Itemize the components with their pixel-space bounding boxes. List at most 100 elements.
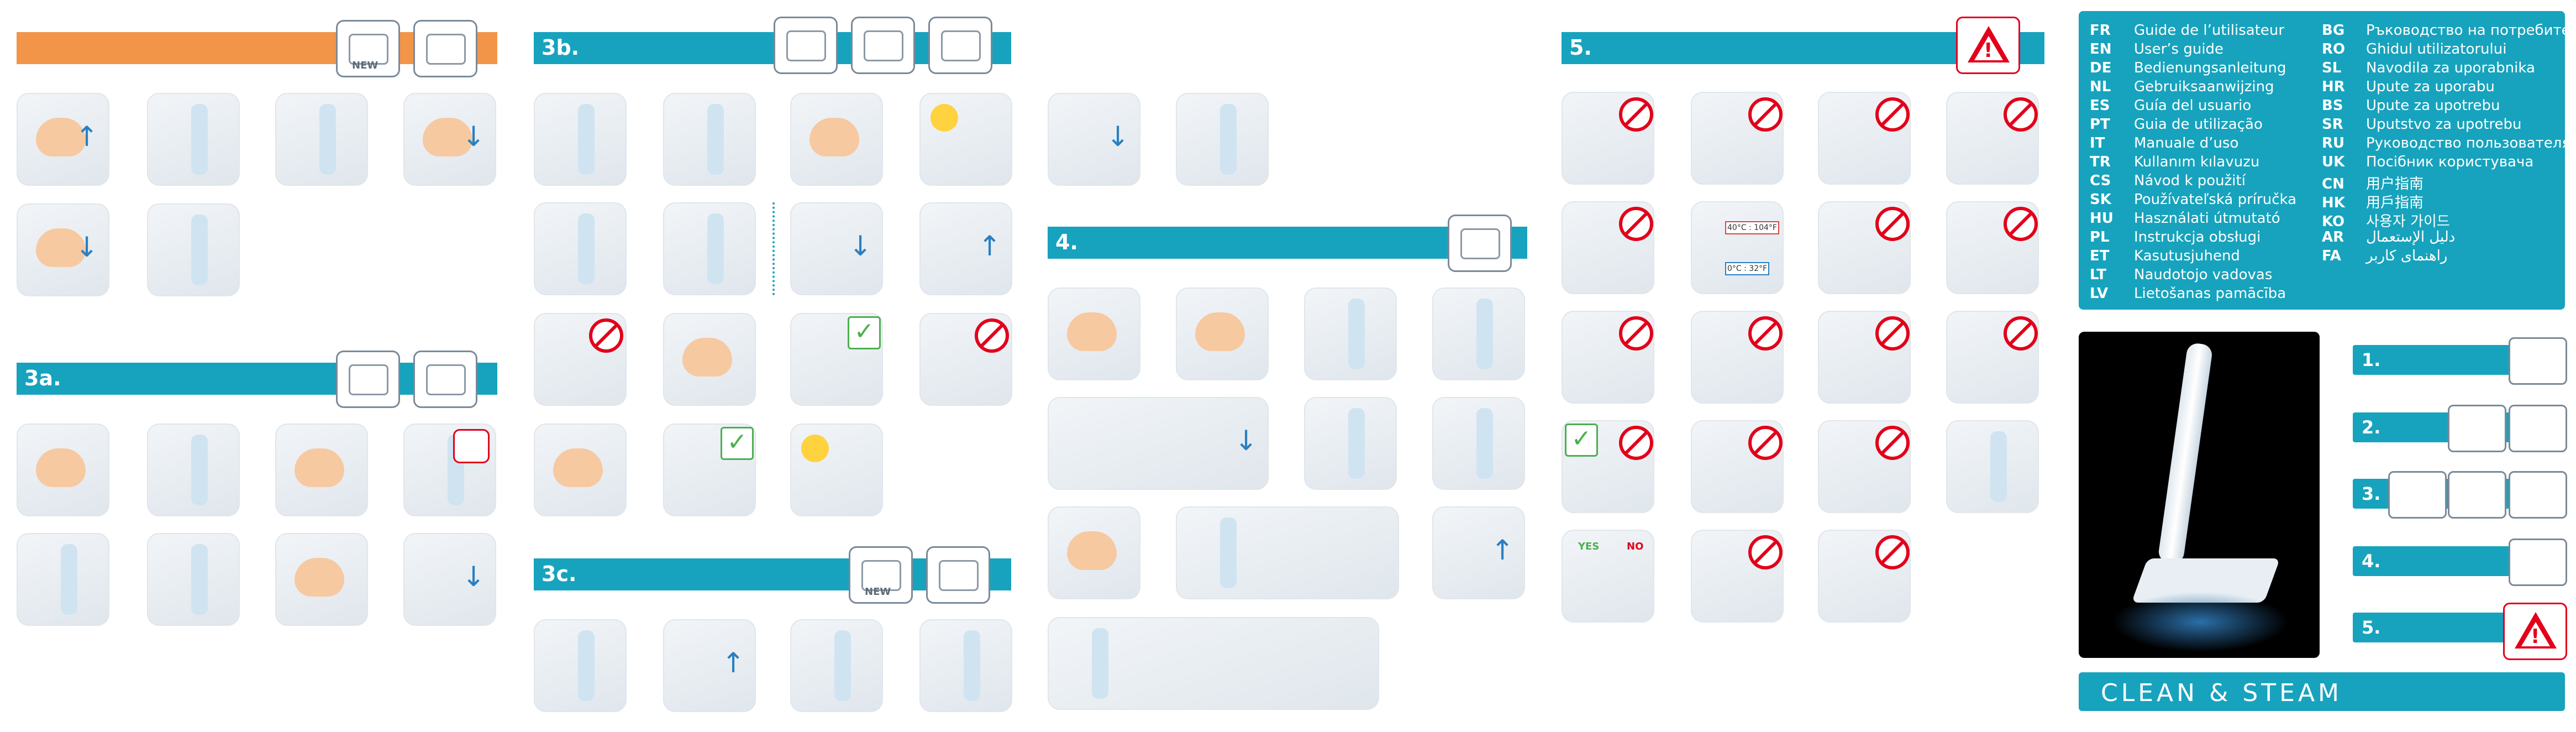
language-title: Uputstvo za upotrebu <box>2366 116 2522 133</box>
yes-label: YES <box>1578 541 1600 552</box>
tank-icon <box>1220 104 1237 175</box>
step-3a-2 <box>147 423 240 516</box>
language-code: SL <box>2322 60 2342 76</box>
step-3b-14: ✓ <box>663 423 756 516</box>
step-3b-5 <box>534 202 627 295</box>
step-1-4: ↓ <box>403 93 496 186</box>
arrow-down-icon: ↓ <box>1234 425 1258 457</box>
calendar-grid-icon <box>939 560 979 591</box>
tap-icon <box>809 118 859 156</box>
side-step-3-label: 3. <box>2362 483 2381 504</box>
side-step-1-icon <box>2509 337 2567 385</box>
brand-title: CLEAN & STEAM <box>2101 679 2343 707</box>
language-title: Руководство пользователя <box>2366 135 2571 151</box>
tank-icon <box>1476 299 1493 369</box>
tank-icon <box>578 630 595 701</box>
arrow-down-icon: ↓ <box>1106 121 1129 153</box>
section-5-label: 5. <box>1569 35 1592 60</box>
section-3a-label: 3a. <box>24 366 61 390</box>
language-title: Ръководство на потребителя <box>2366 22 2576 39</box>
step-4-5: ↓ <box>1048 397 1269 490</box>
step-3b-8: ↑ <box>919 202 1012 295</box>
step-3b-1 <box>534 93 627 186</box>
tank-icon <box>191 215 208 285</box>
hand-icon <box>36 118 86 156</box>
warning-18 <box>1691 530 1784 623</box>
new-filter-icon: NEW <box>336 20 400 77</box>
no-icon <box>1619 97 1653 132</box>
no-icon <box>1748 426 1783 460</box>
step-3b-4 <box>919 93 1012 186</box>
warning-19 <box>1818 530 1911 623</box>
step-4-9 <box>1176 506 1399 599</box>
language-code: SK <box>2090 191 2111 208</box>
side-step-1: 1. <box>2353 345 2519 375</box>
calendar-grid-icon <box>426 34 466 65</box>
language-title: Návod k použití <box>2134 172 2246 189</box>
side-step-2-filter-icon <box>2509 405 2567 452</box>
parts-icon <box>774 17 838 74</box>
no-icon <box>2004 97 2038 132</box>
step-3a-8: ↓ <box>403 533 496 626</box>
language-code: BS <box>2322 97 2343 114</box>
calendar-icon <box>926 546 990 604</box>
step-3b-11: ✓ <box>790 313 883 406</box>
product-image <box>2079 332 2320 658</box>
new-label: NEW <box>352 60 378 71</box>
bin-icon <box>191 104 208 175</box>
parts-icon <box>349 364 388 395</box>
side-step-5-warning-icon: ! <box>2503 603 2567 660</box>
storage-icon <box>1448 215 1512 272</box>
language-title: Navodila za uporabnika <box>2366 60 2535 76</box>
hand-icon <box>295 558 344 597</box>
no-icon <box>2004 316 2038 351</box>
warning-16 <box>1946 420 2039 513</box>
filter-ring-icon <box>349 34 388 65</box>
step-3b-click-2 <box>1176 93 1269 186</box>
arrow-down-icon: ↓ <box>75 231 98 263</box>
tap-icon <box>295 448 344 487</box>
warning-6: 40°C : 104°F 0°C : 32°F <box>1691 201 1784 294</box>
step-3b-9 <box>534 313 627 406</box>
no-icon <box>975 318 1009 353</box>
section-5-warning-icon: ! <box>1956 17 2020 74</box>
warning-2 <box>1691 92 1784 185</box>
step-3a-7 <box>275 533 368 626</box>
language-title: Használati útmutató <box>2134 210 2280 227</box>
language-title: Manuale d’uso <box>2134 135 2239 151</box>
warning-icon <box>453 429 490 463</box>
language-title: Používateľská príručka <box>2134 191 2297 208</box>
step-3a-5 <box>17 533 109 626</box>
language-title: Kullanım kılavuzu <box>2134 154 2260 170</box>
language-title: 用戶指南 <box>2366 195 2424 211</box>
arrow-down-icon: ↓ <box>849 230 872 262</box>
warning-11 <box>1818 311 1911 404</box>
no-icon <box>1875 426 1910 460</box>
calendar-icon <box>413 20 477 77</box>
language-title: 사용자 가이드 <box>2366 213 2450 230</box>
no-icon <box>1875 97 1910 132</box>
warning-exclamation-icon: ! <box>2531 625 2540 648</box>
storage-cabinet-icon <box>1092 628 1108 699</box>
step-4-11 <box>1048 617 1379 710</box>
no-icon <box>2004 207 2038 241</box>
no-icon <box>1875 535 1910 569</box>
step-3b-15 <box>790 423 883 516</box>
vacuum-icon <box>1348 299 1365 369</box>
warning-1 <box>1562 92 1654 185</box>
basin-icon <box>426 364 466 395</box>
side-step-3-tank-icon <box>2448 471 2506 519</box>
tank-icon <box>707 213 724 284</box>
temp-low-label: 0°C : 32°F <box>1725 262 1770 275</box>
language-title: 用户指南 <box>2366 176 2424 192</box>
language-code: PL <box>2090 229 2110 245</box>
